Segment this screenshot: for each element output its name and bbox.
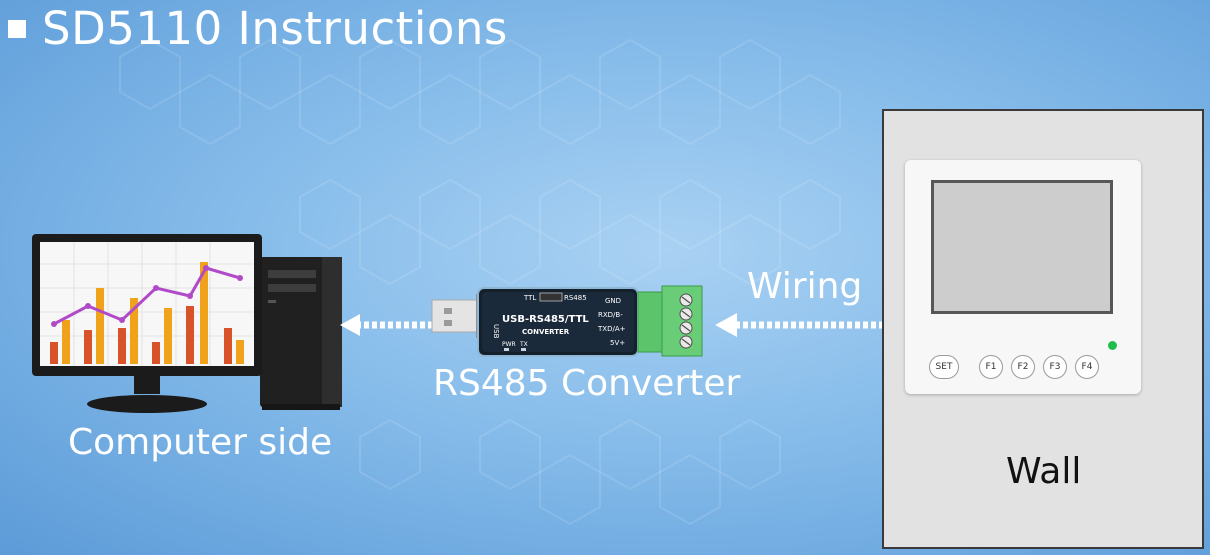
label-main: USB-RS485/TTL (502, 314, 589, 325)
monitor-base (87, 395, 207, 413)
page-title: SD5110 Instructions (42, 2, 508, 55)
power-led (268, 300, 276, 303)
sd5110-thermostat: SET F1 F2 F3 F4 (905, 160, 1141, 394)
monitor-screen (40, 242, 254, 366)
label-txd: TXD/A+ (597, 325, 626, 333)
screen-trend-points (51, 265, 243, 327)
usb-plug (431, 299, 481, 333)
screen-bars (50, 262, 244, 364)
wiring-arrow (715, 313, 903, 337)
computer-side-label: Computer side (68, 422, 333, 463)
thermostat-lcd-screen (931, 180, 1113, 314)
title-bar: SD5110 Instructions (8, 2, 508, 55)
drive-bay-2 (268, 284, 316, 292)
wall-label: Wall (1006, 451, 1082, 492)
thermostat-set-button[interactable]: SET (929, 355, 959, 379)
arrow-to-computer (340, 314, 432, 336)
pc-tower-foot (262, 404, 340, 410)
thermostat-f1-button[interactable]: F1 (979, 355, 1003, 379)
screen-grid (40, 242, 254, 366)
computer-illustration (32, 234, 342, 413)
pc-tower-side (322, 257, 342, 407)
rs485-converter-illustration: TTL RS485 USB USB-RS485/TTL CONVERTER GN… (431, 285, 703, 357)
label-ttl: TTL (523, 294, 536, 302)
label-rxd: RXD/B- (598, 311, 623, 319)
thermostat-f3-button[interactable]: F3 (1043, 355, 1067, 379)
label-usb: USB (492, 324, 500, 339)
thermostat-f2-button[interactable]: F2 (1011, 355, 1035, 379)
monitor-neck (134, 376, 160, 394)
label-tx: TX (519, 341, 528, 348)
rs485-converter-label: RS485 Converter (433, 363, 741, 404)
title-bullet (8, 19, 26, 38)
thermostat-f4-button[interactable]: F4 (1075, 355, 1099, 379)
drive-bay (268, 270, 316, 278)
label-sub: CONVERTER (522, 328, 570, 336)
pc-tower (260, 257, 342, 407)
label-5v: 5V+ (610, 339, 625, 347)
wiring-label: Wiring (747, 266, 863, 307)
label-pwr: PWR (502, 341, 516, 348)
status-led-icon (1108, 341, 1117, 350)
wall-panel: SET F1 F2 F3 F4 Wall (882, 109, 1204, 549)
label-gnd: GND (605, 297, 621, 305)
label-rs485-switch: RS485 (564, 294, 587, 302)
